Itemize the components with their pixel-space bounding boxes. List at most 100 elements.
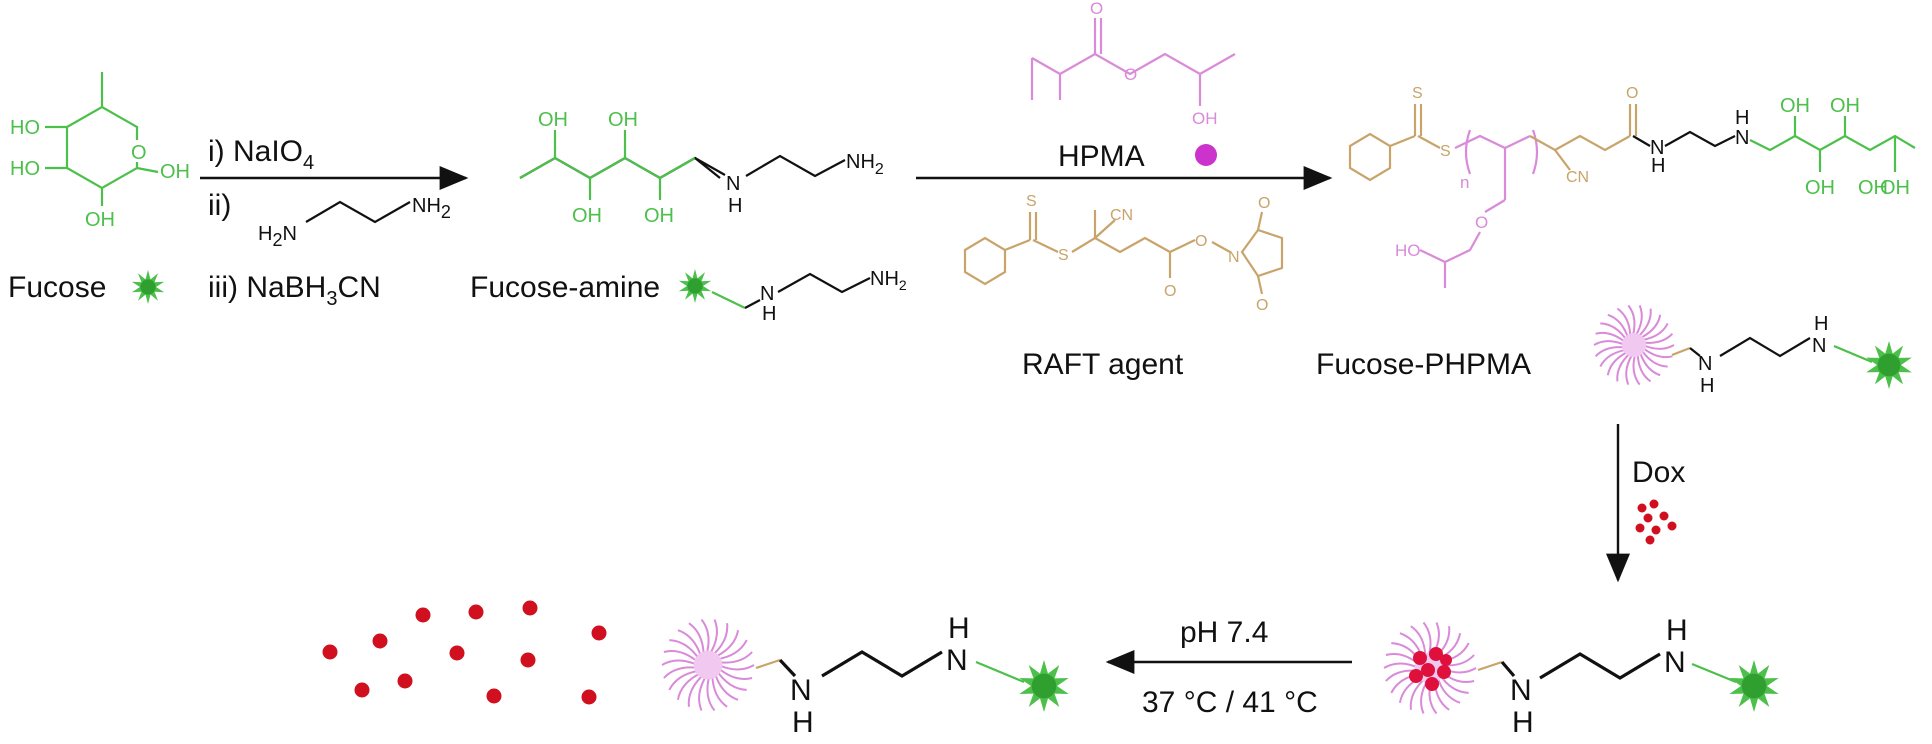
- empty-conjugate-icon: N H N H: [661, 612, 1069, 739]
- svg-text:NH2: NH2: [870, 268, 907, 293]
- svg-text:H: H: [1666, 614, 1688, 647]
- svg-text:OH: OH: [1858, 177, 1888, 199]
- svg-text:O: O: [1626, 85, 1638, 102]
- svg-text:OH: OH: [572, 205, 602, 227]
- released-dox-icon: [322, 600, 607, 705]
- h2n-label: H2N: [258, 223, 297, 250]
- micelle-strand: [1625, 353, 1634, 385]
- step2-text: ii): [208, 189, 231, 222]
- svg-text:O: O: [1195, 233, 1207, 250]
- svg-text:N: N: [1812, 335, 1826, 357]
- svg-text:N: N: [1228, 249, 1240, 266]
- star-core: [1031, 673, 1057, 699]
- star-core: [140, 279, 156, 295]
- empty-micelle-icon: [661, 618, 755, 712]
- step3-text: iii) NaBH3CN: [208, 271, 381, 310]
- svg-text:N: N: [1510, 674, 1532, 707]
- svg-text:H: H: [1512, 706, 1534, 739]
- svg-text:H: H: [1700, 375, 1714, 397]
- svg-text:OH: OH: [1780, 95, 1810, 117]
- step1-text: i) NaIO4: [208, 135, 314, 174]
- svg-text:OH: OH: [608, 109, 638, 131]
- svg-text:OH: OH: [538, 109, 568, 131]
- svg-text:n: n: [1460, 173, 1469, 192]
- svg-text:O: O: [1124, 65, 1137, 84]
- svg-text:CN: CN: [1110, 207, 1133, 224]
- svg-text:N: N: [726, 173, 740, 195]
- micelle-core: [693, 650, 723, 680]
- svg-text:H: H: [1735, 107, 1749, 129]
- fucose-phpma-structure: S S n O HO CN O N H N H OH OH OH OH OH: [1348, 85, 1916, 288]
- micelle-strand: [718, 664, 755, 671]
- fucose-oh-1: OH: [160, 161, 190, 183]
- svg-text:O: O: [1256, 297, 1268, 314]
- svg-text:S: S: [1026, 193, 1037, 210]
- svg-text:N: N: [790, 674, 812, 707]
- fucose-ho-1: HO: [10, 117, 40, 139]
- micelle-strand: [708, 619, 718, 656]
- svg-text:OH: OH: [1830, 95, 1860, 117]
- micelle-strand: [1642, 344, 1675, 350]
- svg-text:H: H: [792, 706, 814, 739]
- raft-agent-structure: S S CN O O N O O: [963, 193, 1284, 314]
- svg-text:N: N: [1650, 137, 1664, 159]
- temperature-label: 37 °C / 41 °C: [1142, 686, 1318, 719]
- micelle-strand: [661, 659, 698, 666]
- micelle-strand: [1634, 305, 1643, 337]
- fucose-oh-2: OH: [85, 209, 115, 231]
- svg-text:O: O: [1164, 283, 1176, 300]
- svg-text:OH: OH: [1805, 177, 1835, 199]
- svg-text:N: N: [1735, 127, 1749, 149]
- svg-text:OH: OH: [1192, 109, 1218, 128]
- ring-oxygen: O: [131, 142, 147, 164]
- fucose-label: Fucose: [8, 271, 106, 304]
- fucose-amine-label: Fucose-amine: [470, 271, 660, 304]
- ethylenediamine-reagent: ii) H2N NH2: [208, 189, 451, 250]
- svg-text:O: O: [1258, 195, 1270, 212]
- hpma-dot-icon: [1195, 144, 1217, 166]
- micelle-core: [1621, 332, 1647, 358]
- micelle-strand: [698, 674, 708, 711]
- svg-text:H: H: [1814, 313, 1828, 335]
- fucose-amine-structure: N H NH2 OH OH OH OH: [519, 109, 884, 227]
- svg-text:HO: HO: [1395, 241, 1421, 260]
- svg-text:S: S: [1440, 143, 1451, 160]
- hpma-label: HPMA: [1058, 140, 1145, 173]
- fucose-phpma-conjugate-icon: N H N H: [1593, 304, 1912, 397]
- star-core: [1741, 673, 1767, 699]
- svg-text:H: H: [728, 195, 742, 217]
- svg-text:S: S: [1412, 85, 1423, 102]
- svg-text:O: O: [1475, 213, 1488, 232]
- svg-text:O: O: [1090, 0, 1103, 18]
- fucose-structure: O HO HO OH OH: [10, 72, 190, 231]
- dox-molecules-icon: [1635, 499, 1677, 545]
- star-core: [1877, 353, 1901, 377]
- svg-text:OH: OH: [644, 205, 674, 227]
- micelle-strand: [1383, 662, 1420, 669]
- ph-label: pH 7.4: [1180, 616, 1268, 649]
- loaded-dox-core-icon: [1409, 647, 1452, 691]
- micelle-strand: [1593, 340, 1626, 346]
- fucose-ho-2: HO: [10, 158, 40, 180]
- micelle-icon: [1593, 304, 1675, 386]
- svg-text:N: N: [760, 283, 774, 305]
- svg-text:S: S: [1058, 247, 1069, 264]
- svg-text:H: H: [762, 303, 776, 325]
- star-core: [687, 278, 703, 294]
- svg-text:NH2: NH2: [846, 151, 884, 178]
- dox-loaded-conjugate-icon: N H N H: [1383, 614, 1779, 739]
- svg-text:H: H: [948, 612, 970, 645]
- svg-text:N: N: [1698, 353, 1712, 375]
- svg-text:H: H: [1651, 155, 1665, 177]
- fucose-phpma-label: Fucose-PHPMA: [1316, 348, 1531, 381]
- fucose-amine-linker: N H NH2: [711, 268, 907, 325]
- raft-agent-label: RAFT agent: [1022, 348, 1184, 381]
- hpma-monomer: O O OH: [1030, 0, 1236, 128]
- svg-text:N: N: [946, 644, 968, 677]
- svg-text:OH: OH: [1880, 177, 1910, 199]
- svg-text:CN: CN: [1566, 169, 1589, 186]
- dox-label: Dox: [1632, 456, 1685, 489]
- svg-text:N: N: [1664, 646, 1686, 679]
- nh2-label: NH2: [412, 195, 451, 222]
